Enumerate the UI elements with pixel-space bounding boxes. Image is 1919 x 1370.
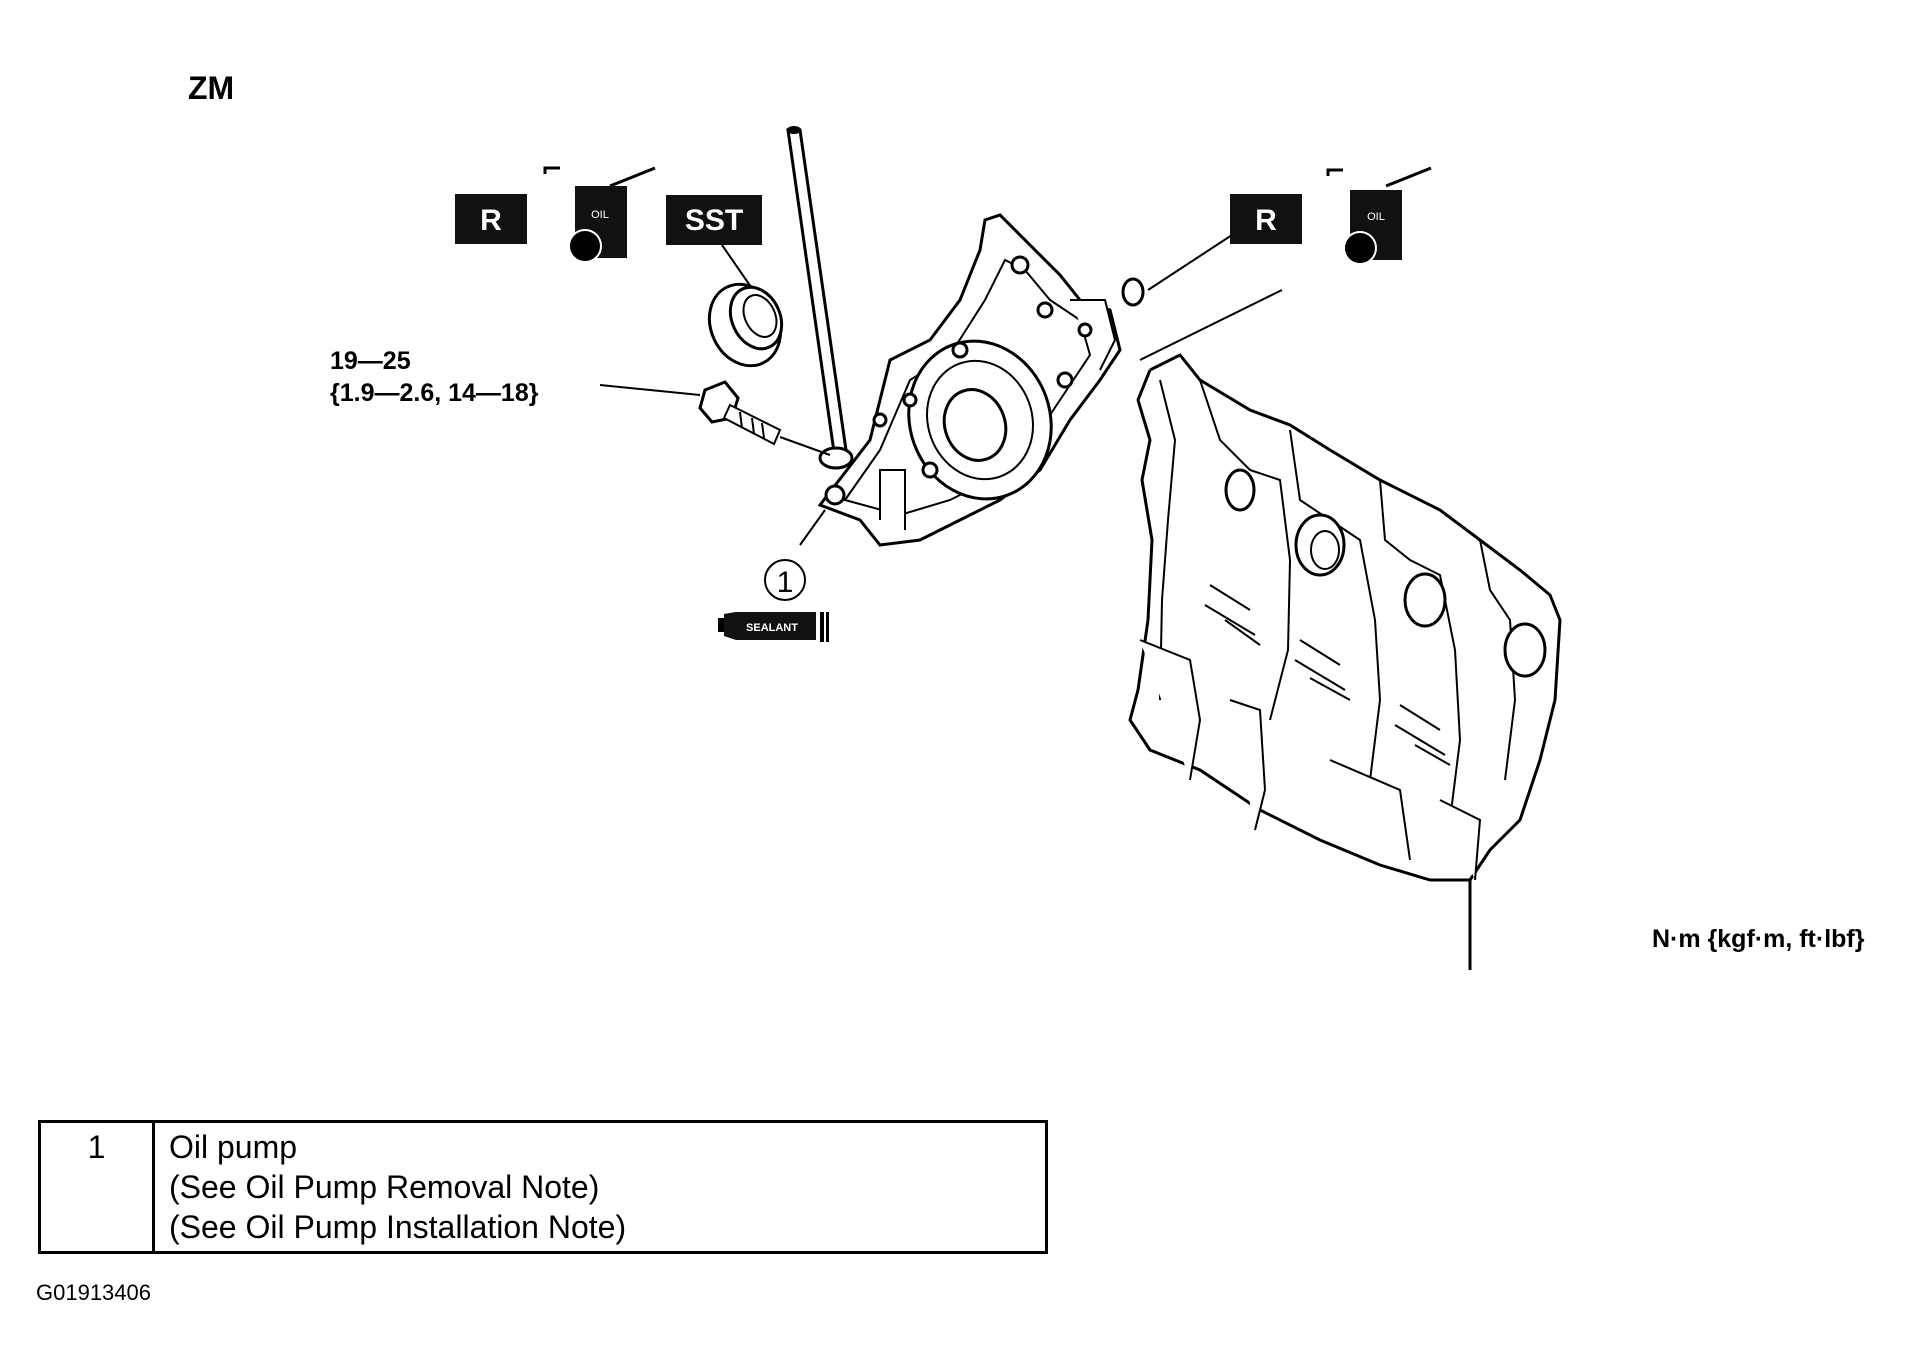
replace-symbol-left-label: R [480,204,502,237]
torque-spec-line-2: {1.9—2.6, 14—18} [330,379,539,407]
oil-can-icon-right: OIL [1326,166,1432,265]
sst-symbol-label: SST [685,204,743,237]
units-note-label: N·m {kgf·m, ft·lbf} [1652,925,1865,953]
callout-marker-1: 1 [764,559,806,601]
oil-can-icon-left: OIL [543,166,656,263]
o-ring [1121,277,1145,307]
replace-symbol-right-label: R [1255,204,1277,237]
front-oil-seal [707,282,784,368]
sealant-tube-label: SEALANT [746,622,798,634]
parts-legend-table: 1 Oil pump (See Oil Pump Removal Note) (… [38,1120,1048,1254]
oil-pump-body [817,213,1122,547]
callout-marker-1-label: 1 [777,566,794,599]
replace-symbol-right: R [1147,194,1302,291]
oil-can-icon-right-label: OIL [1367,211,1385,223]
figure-id-label: G01913406 [36,1280,151,1305]
legend-part-number: 1 [41,1123,155,1251]
torque-spec-label: 19—25 {1.9—2.6, 14—18} [330,345,538,409]
legend-line-2: (See Oil Pump Removal Note) [169,1169,600,1205]
replace-symbol-left: R [455,194,527,244]
torque-spec-line-1: 19—25 [330,347,411,375]
legend-line-3: (See Oil Pump Installation Note) [169,1209,627,1245]
cylinder-block [1128,289,1562,970]
bolt-leader-line [599,384,701,396]
bolt-axis-line [779,436,831,456]
callout-leader-line [799,509,826,546]
sst-symbol: SST [666,195,762,301]
legend-line-1: Oil pump [169,1129,298,1165]
engine-code-label: ZM [188,70,235,106]
legend-part-description: Oil pump (See Oil Pump Removal Note) (Se… [169,1127,626,1247]
oil-can-icon-left-label: OIL [591,209,609,221]
sealant-tube-icon: SEALANT [718,612,829,642]
mounting-bolt [698,380,782,446]
dipstick-tube [786,126,854,470]
